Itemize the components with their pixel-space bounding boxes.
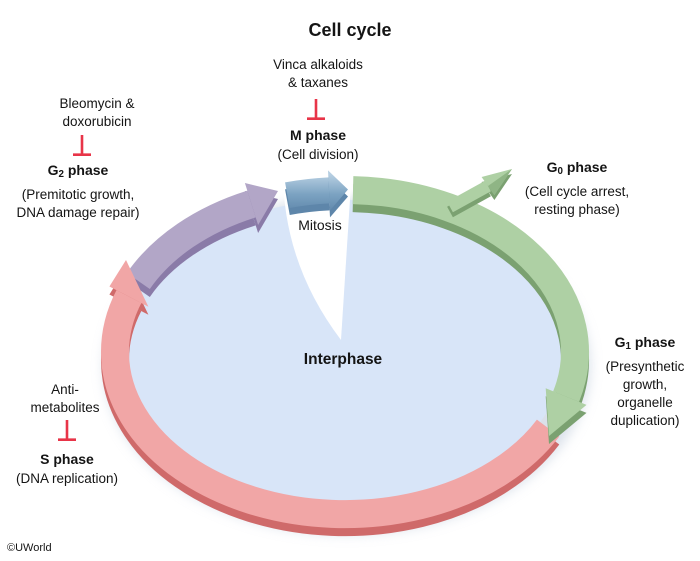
g2-arrow-arc xyxy=(126,190,256,290)
inhibition-icon-g2 xyxy=(73,135,91,157)
g2-arrow xyxy=(126,183,278,290)
g1-name-pre: G xyxy=(614,334,626,350)
m-phase-desc: (Cell division) xyxy=(277,147,359,162)
g2-drug-line1: Bleomycin & xyxy=(59,96,135,111)
inhibition-icon-m-glyph xyxy=(307,99,325,121)
m-drug-label: Vinca alkaloids & taxanes xyxy=(238,56,398,92)
g0-phase-desc1: (Cell cycle arrest, xyxy=(524,184,630,200)
interphase-label: Interphase xyxy=(303,351,383,368)
g2-arrowhead xyxy=(244,183,278,225)
g2-name-post: phase xyxy=(63,162,109,178)
s-arrow xyxy=(101,260,560,529)
m-drug-line2: & taxanes xyxy=(287,75,349,90)
m-drug-line1: Vinca alkaloids xyxy=(273,57,363,72)
m-arrow-arc xyxy=(285,177,330,209)
g0-phase-name: G0 phase xyxy=(497,158,657,181)
g1-name-post: phase xyxy=(630,334,676,350)
g0-phase-desc2: resting phase) xyxy=(534,202,620,218)
g0-branch-head-facet xyxy=(488,169,512,195)
s-arrow-arc xyxy=(101,290,560,529)
g1-arrow-arc xyxy=(352,176,589,402)
g1-phase-name: G1 phase xyxy=(587,333,700,356)
g1-phase-desc4: duplication) xyxy=(610,413,680,429)
g1-phase-desc3: organelle xyxy=(617,395,673,411)
mitosis-label: Mitosis xyxy=(298,217,342,233)
g2-phase-desc2: DNA damage repair) xyxy=(16,205,140,221)
g0-name-sub: 0 xyxy=(557,166,563,178)
g2-phase-name: G2 phase xyxy=(0,161,156,184)
m-arrowhead xyxy=(328,170,348,211)
g2-phase-label: G2 phase (Premitotic growth, DNA damage … xyxy=(0,161,156,222)
s-drug-line1: Anti- xyxy=(51,382,79,397)
s-phase-label: S phase (DNA replication) xyxy=(4,450,130,488)
m-arrow xyxy=(285,170,348,211)
g2-phase-desc1: (Premitotic growth, xyxy=(21,187,135,203)
g2-name-pre: G xyxy=(47,162,59,178)
g0-branch-arrow xyxy=(447,169,512,213)
inhibition-icon-s-glyph xyxy=(58,420,76,442)
page-title: Cell cycle xyxy=(308,20,392,40)
g0-name-pre: G xyxy=(546,159,558,175)
g1-name-sub: 1 xyxy=(625,341,631,353)
s-drug-line2: metabolites xyxy=(30,400,100,415)
copyright-notice: ©UWorld xyxy=(7,542,52,554)
interphase-disc xyxy=(125,200,565,504)
g0-name-post: phase xyxy=(562,159,608,175)
s-arrowhead xyxy=(109,260,149,307)
inhibition-icon-m xyxy=(307,99,325,121)
inhibition-icon-g2-glyph xyxy=(73,135,91,157)
g1-arrowhead xyxy=(545,388,587,436)
g1-phase-label: G1 phase (Presynthetic growth, organelle… xyxy=(587,333,700,430)
s-phase-name: S phase xyxy=(40,451,94,467)
g1-arrow xyxy=(352,176,589,436)
s-drug-label: Anti- metabolites xyxy=(5,381,125,417)
m-phase-label: M phase (Cell division) xyxy=(238,126,398,164)
g2-name-sub: 2 xyxy=(58,169,64,181)
g0-phase-label: G0 phase (Cell cycle arrest, resting pha… xyxy=(497,158,657,219)
g1-phase-desc1: (Presynthetic xyxy=(605,359,685,375)
g1-phase-desc2: growth, xyxy=(622,377,668,393)
m-phase-name: M phase xyxy=(289,127,346,143)
g0-branch-shaft xyxy=(447,180,491,213)
inhibition-icon-s xyxy=(58,420,76,442)
s-phase-desc: (DNA replication) xyxy=(15,471,119,486)
g2-drug-line2: doxorubicin xyxy=(62,114,132,129)
g2-drug-label: Bleomycin & doxorubicin xyxy=(17,95,177,131)
